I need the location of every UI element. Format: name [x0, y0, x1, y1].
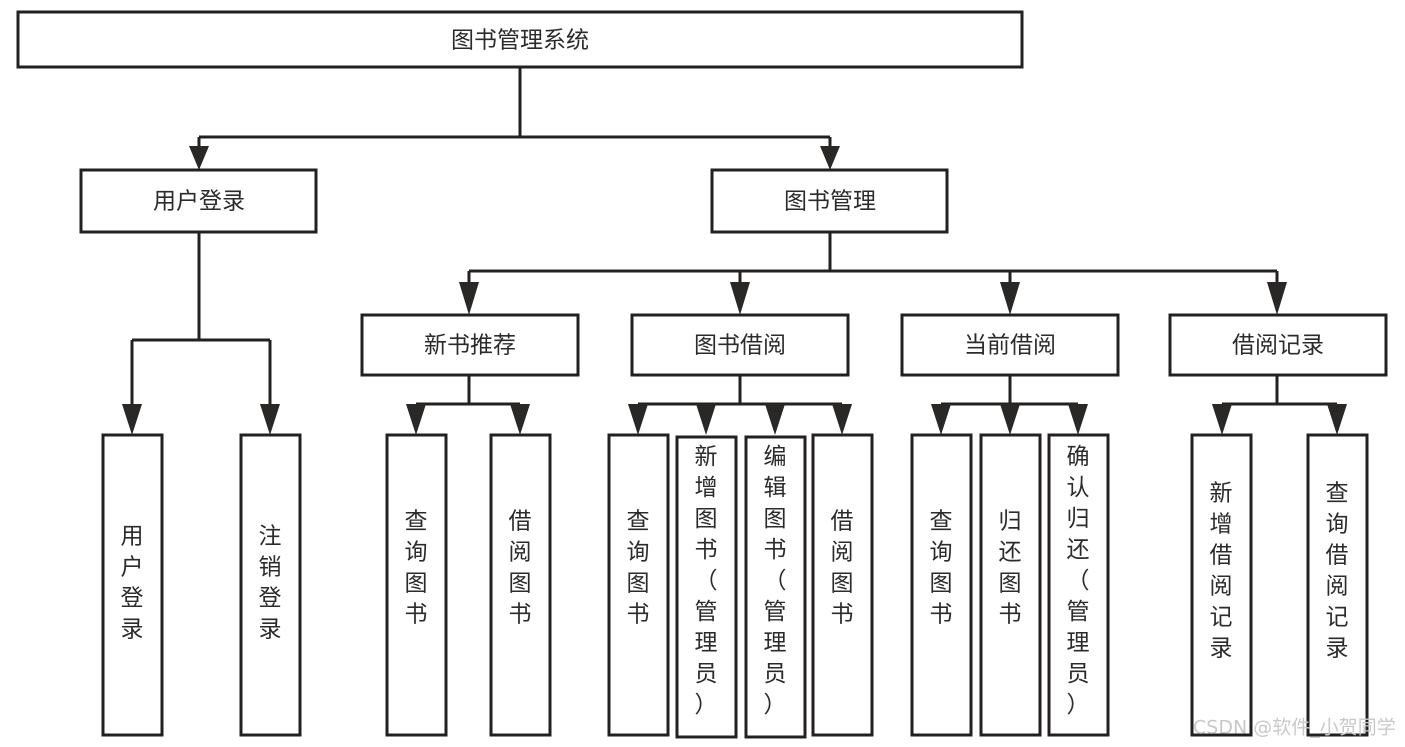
node-leaf-user-login-box[interactable] [101, 433, 164, 737]
arrowhead-leaf-confirm-return [1068, 404, 1088, 435]
arrowhead-leaf-add-record [1212, 404, 1232, 435]
node-user-login[interactable]: 用户登录 [79, 168, 318, 234]
node-leaf-edit-book-label: 编辑图书（管理员） [764, 444, 787, 718]
node-new-book-recommend-box[interactable] [360, 313, 580, 377]
node-leaf-query-book-3-label: 查询图书 [930, 509, 953, 628]
node-leaf-add-record-box[interactable] [1190, 433, 1253, 737]
node-leaf-borrow-book-2[interactable]: 借阅图书 [811, 433, 874, 737]
node-leaf-edit-book[interactable]: 编辑图书（管理员） [744, 435, 807, 739]
node-borrow-record-label: 借阅记录 [1232, 333, 1324, 359]
arrowhead-borrow-record [1267, 282, 1287, 315]
node-leaf-borrow-book-1-label: 借阅图书 [509, 509, 532, 628]
arrowhead-new-book-recommend [459, 282, 479, 315]
node-leaf-query-book-2-box[interactable] [607, 433, 670, 737]
node-leaf-query-book-1-box[interactable] [385, 433, 448, 737]
node-leaf-user-login[interactable]: 用户登录 [101, 433, 164, 737]
node-leaf-query-record[interactable]: 查询借阅记录 [1306, 433, 1369, 737]
node-leaf-return-book-box[interactable] [979, 433, 1042, 737]
arrowhead-user-login [189, 146, 209, 170]
arrowhead-book-manage [820, 146, 840, 170]
arrowhead-leaf-logout [260, 404, 280, 435]
arrowhead-leaf-query-book-2 [628, 404, 648, 435]
node-book-borrow-box[interactable] [630, 313, 850, 377]
node-current-borrow[interactable]: 当前借阅 [900, 313, 1120, 377]
node-leaf-query-book-3-box[interactable] [910, 433, 973, 737]
node-user-login-box[interactable] [79, 168, 318, 234]
arrowhead-leaf-query-book-1 [406, 404, 426, 435]
node-leaf-query-book-2[interactable]: 查询图书 [607, 433, 670, 737]
arrowhead-leaf-query-book-3 [931, 404, 951, 435]
node-leaf-add-book-label: 新增图书（管理员） [695, 444, 718, 718]
node-leaf-add-book[interactable]: 新增图书（管理员） [675, 435, 738, 739]
node-leaf-edit-book-box[interactable] [744, 435, 807, 739]
node-borrow-record-box[interactable] [1168, 313, 1388, 377]
node-leaf-query-book-3[interactable]: 查询图书 [910, 433, 973, 737]
node-leaf-add-record[interactable]: 新增借阅记录 [1190, 433, 1253, 737]
arrowhead-leaf-borrow-book-1 [510, 404, 530, 435]
node-current-borrow-box[interactable] [900, 313, 1120, 377]
node-leaf-add-book-box[interactable] [675, 435, 738, 739]
node-leaf-logout-label: 注销登录 [259, 524, 282, 643]
node-leaf-logout[interactable]: 注销登录 [239, 433, 302, 737]
node-leaf-confirm-return[interactable]: 确认归还（管理员） [1047, 433, 1110, 737]
arrowhead-leaf-borrow-book-2 [832, 404, 852, 435]
node-leaf-add-record-label: 新增借阅记录 [1210, 481, 1233, 662]
connector-layer [122, 67, 1347, 435]
arrowhead-leaf-return-book [1000, 404, 1020, 435]
node-leaf-user-login-label: 用户登录 [121, 524, 144, 643]
arrowhead-leaf-edit-book [765, 404, 785, 435]
node-leaf-confirm-return-label: 确认归还（管理员） [1067, 444, 1090, 718]
arrowhead-current-borrow [1000, 282, 1020, 315]
node-leaf-return-book[interactable]: 归还图书 [979, 433, 1042, 737]
node-leaf-borrow-book-1[interactable]: 借阅图书 [489, 433, 552, 737]
node-root-box[interactable] [16, 10, 1024, 69]
node-root[interactable]: 图书管理系统 [16, 10, 1024, 69]
node-leaf-query-book-1-label: 查询图书 [405, 509, 428, 628]
node-book-borrow-label: 图书借阅 [694, 333, 786, 359]
node-leaf-return-book-label: 归还图书 [999, 509, 1022, 628]
watermark-label: CSDN @软件_小贺同学 [1193, 717, 1396, 739]
node-leaf-borrow-book-1-box[interactable] [489, 433, 552, 737]
node-leaf-logout-box[interactable] [239, 433, 302, 737]
node-leaf-borrow-book-2-label: 借阅图书 [831, 509, 854, 628]
node-new-book-recommend[interactable]: 新书推荐 [360, 313, 580, 377]
arrowhead-book-borrow [730, 282, 750, 315]
node-borrow-record[interactable]: 借阅记录 [1168, 313, 1388, 377]
arrowhead-leaf-add-book [696, 404, 716, 435]
node-book-manage[interactable]: 图书管理 [710, 168, 949, 234]
node-leaf-confirm-return-box[interactable] [1047, 433, 1110, 737]
arrowhead-leaf-query-record [1327, 404, 1347, 435]
node-root-label: 图书管理系统 [451, 28, 589, 54]
node-book-manage-box[interactable] [710, 168, 949, 234]
node-current-borrow-label: 当前借阅 [964, 333, 1056, 359]
node-new-book-recommend-label: 新书推荐 [424, 333, 516, 359]
node-leaf-query-book-1[interactable]: 查询图书 [385, 433, 448, 737]
node-leaf-query-record-box[interactable] [1306, 433, 1369, 737]
arrowhead-leaf-user-login [122, 404, 142, 435]
node-book-borrow[interactable]: 图书借阅 [630, 313, 850, 377]
node-user-login-label: 用户登录 [153, 189, 245, 215]
node-leaf-borrow-book-2-box[interactable] [811, 433, 874, 737]
node-book-manage-label: 图书管理 [784, 189, 876, 215]
node-leaf-query-record-label: 查询借阅记录 [1326, 481, 1349, 662]
node-leaf-query-book-2-label: 查询图书 [627, 509, 650, 628]
